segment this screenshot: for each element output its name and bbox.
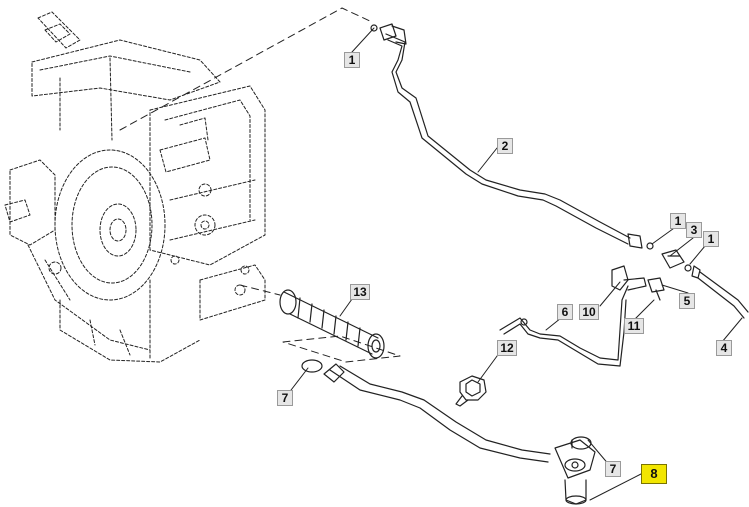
- leader-dashes: [119, 7, 401, 363]
- connector-3: [661, 249, 749, 319]
- callout-4: 4: [716, 340, 732, 356]
- callout-12: 12: [497, 340, 517, 356]
- callout-7-left: 7: [277, 390, 293, 406]
- callout-3: 3: [686, 222, 702, 238]
- tube-2: [370, 23, 654, 250]
- leader-lines: [287, 27, 743, 501]
- callout-5: 5: [679, 293, 695, 309]
- filter-13: [279, 289, 385, 359]
- callout-6: 6: [557, 304, 573, 320]
- o-ring-7-left: [301, 359, 323, 373]
- clamp-12: [455, 375, 487, 407]
- callout-1-right: 1: [703, 231, 719, 247]
- bolt-5: [647, 277, 665, 301]
- tube-6: [499, 285, 629, 367]
- pump-assembly: [4, 11, 266, 363]
- callout-10: 10: [579, 304, 599, 320]
- callout-2: 2: [497, 138, 513, 154]
- callout-8-highlighted[interactable]: 8: [641, 464, 667, 484]
- callout-11: 11: [624, 318, 644, 334]
- o-ring-7-right: [570, 436, 592, 450]
- hose-8: [323, 363, 596, 505]
- callout-7-right: 7: [605, 461, 621, 477]
- callout-1-top: 1: [344, 52, 360, 68]
- callout-13: 13: [350, 284, 370, 300]
- clamp-10: [611, 265, 647, 291]
- callout-1-middle: 1: [670, 213, 686, 229]
